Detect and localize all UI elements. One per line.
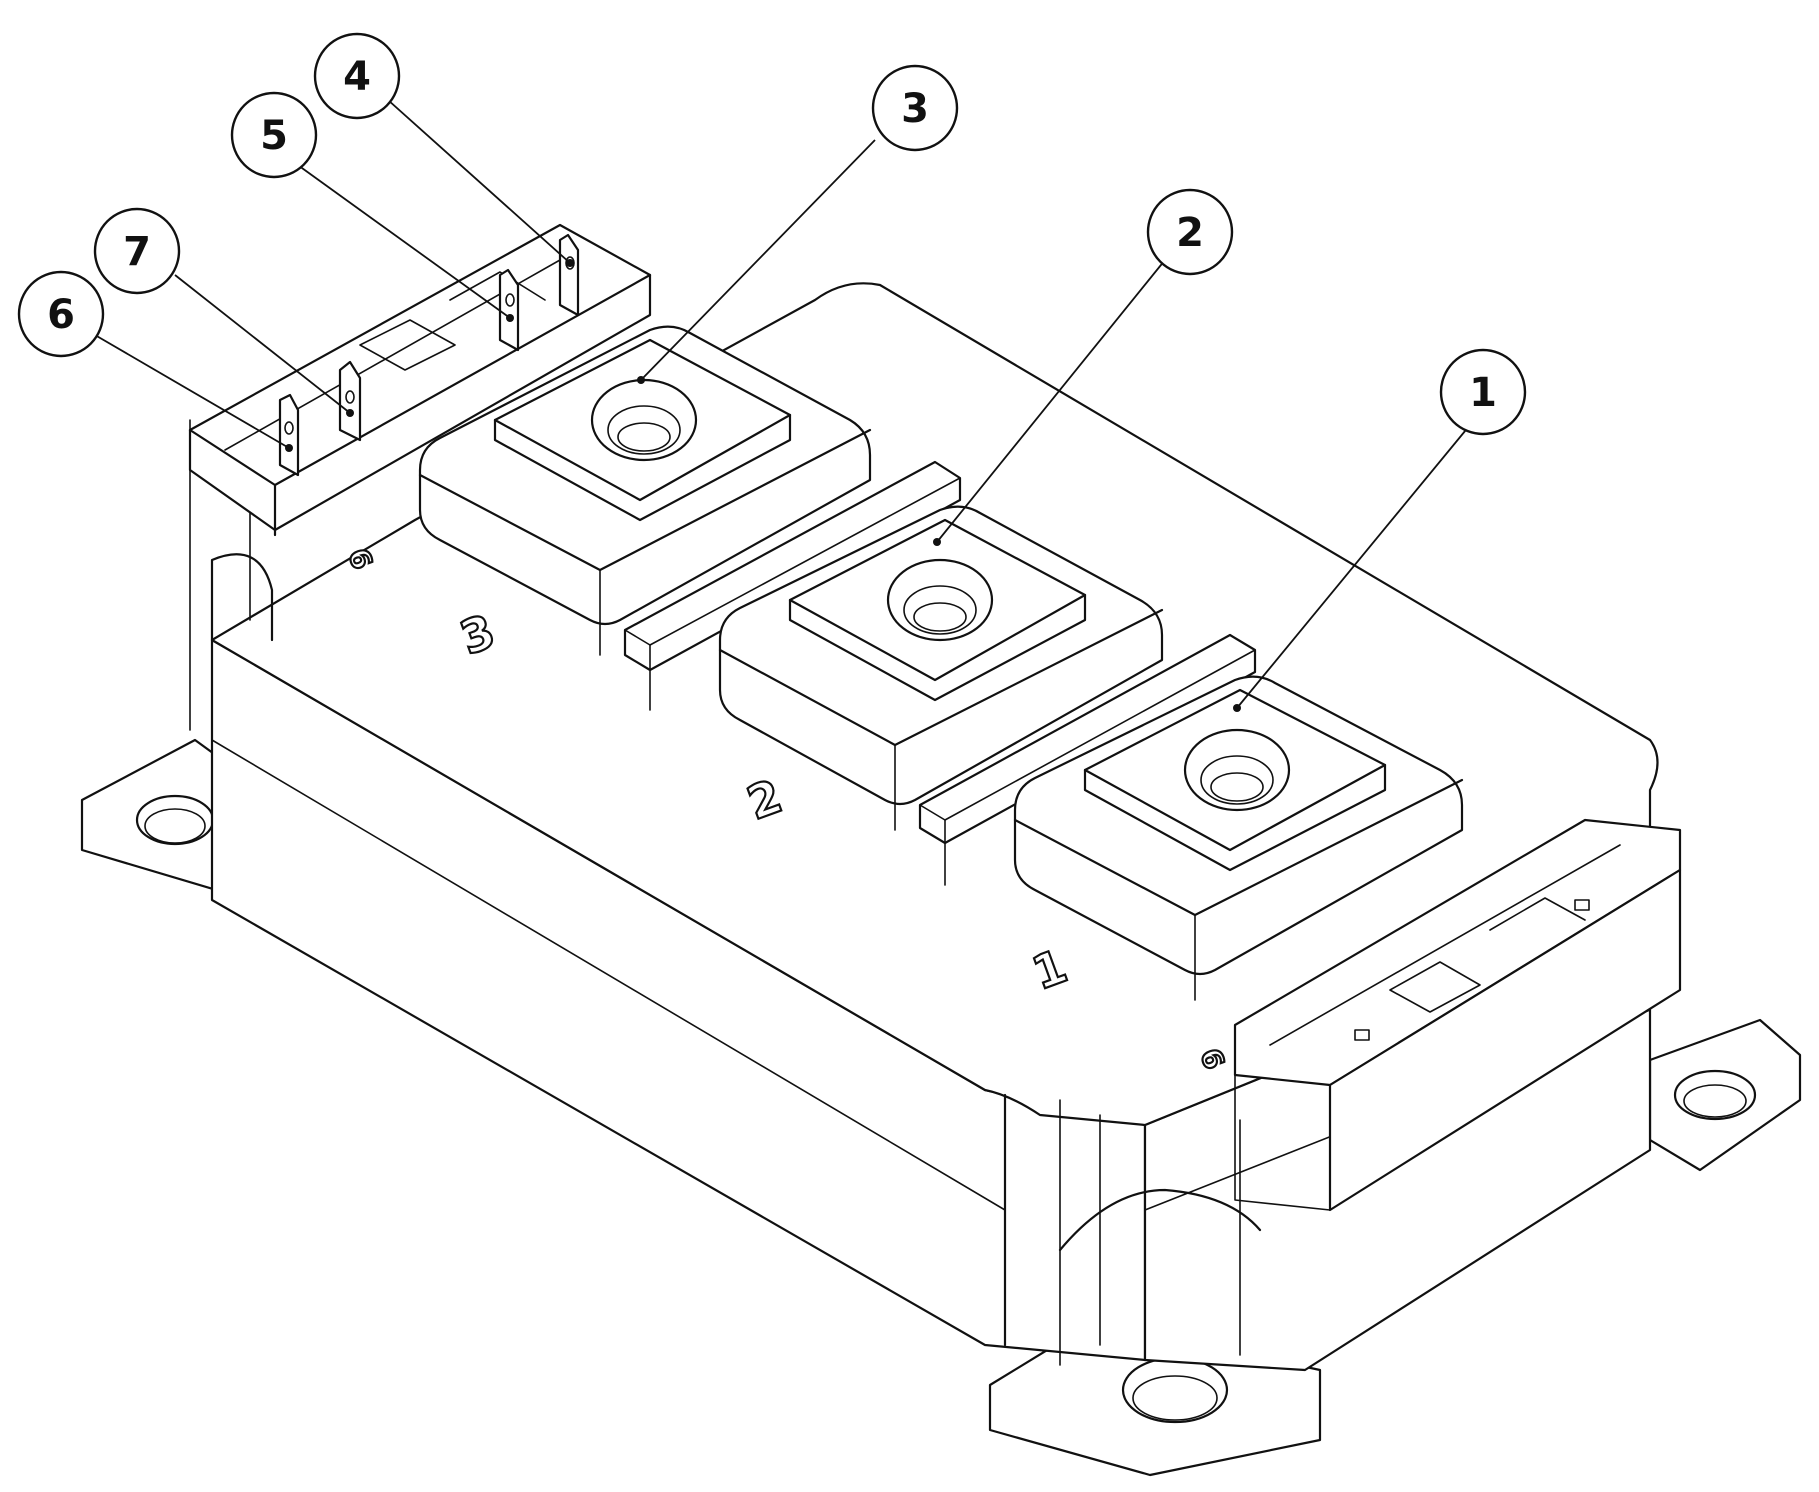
callout-label: 2: [1176, 210, 1204, 256]
power-terminal-3: [418, 325, 872, 656]
aux-connector-left: [188, 223, 652, 537]
callout-4: 4: [313, 32, 401, 120]
callout-7: 7: [93, 207, 181, 295]
callout-6: 6: [17, 270, 105, 358]
callout-label: 7: [123, 229, 151, 275]
callout-3: 3: [871, 64, 959, 152]
leader-line-2: [936, 259, 1166, 543]
power-terminal-1: [1013, 675, 1464, 1001]
isolation-rib-b: [918, 633, 1257, 886]
isolation-rib-a: [623, 460, 962, 711]
leader-lines: [94, 99, 1471, 709]
callout-label: 1: [1469, 370, 1497, 416]
leader-line-4: [387, 99, 571, 264]
callout-label: 3: [901, 86, 929, 132]
callout-5: 5: [230, 91, 318, 179]
callout-label: 5: [260, 113, 288, 159]
aux-connector-right: [1233, 818, 1682, 1212]
leader-line-5: [294, 162, 511, 319]
leader-line-1: [1236, 424, 1471, 709]
leader-line-7: [174, 274, 351, 414]
leader-line-3: [640, 139, 876, 381]
leader-line-6: [94, 334, 290, 449]
power-terminal-2: [718, 505, 1164, 831]
callout-label: 6: [47, 292, 75, 338]
callout-1: 1: [1439, 348, 1527, 436]
callout-label: 4: [343, 54, 371, 100]
callout-2: 2: [1146, 188, 1234, 276]
